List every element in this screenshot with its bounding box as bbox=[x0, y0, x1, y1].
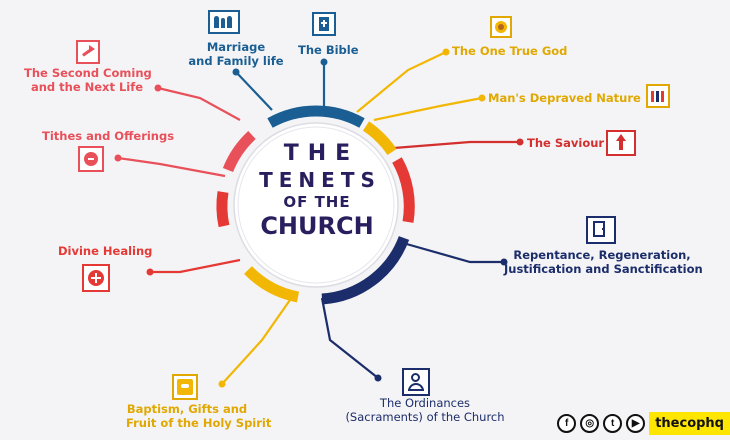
ring-segment-red-left bbox=[216, 191, 230, 228]
center-title: THE TENETS OF THE CHURCH bbox=[229, 140, 405, 240]
center-line-3: OF THE bbox=[283, 193, 351, 211]
ring-segment-blue bbox=[267, 105, 365, 128]
label-healing: Divine Healing bbox=[58, 244, 153, 258]
line-ordinances bbox=[320, 297, 379, 379]
ring-segment-gold-top bbox=[362, 121, 397, 156]
dove-icon bbox=[172, 374, 198, 400]
label-tithes: Tithes and Offerings bbox=[42, 129, 175, 143]
trumpet-icon bbox=[76, 40, 100, 64]
line-depraved bbox=[373, 96, 483, 122]
label-repentance-line1: Repentance, Regeneration, bbox=[513, 248, 691, 262]
social-handle[interactable]: thecophq bbox=[649, 411, 730, 435]
instagram-icon[interactable]: ◎ bbox=[580, 413, 600, 433]
center-line-1: THE bbox=[283, 141, 360, 166]
ring-segment-gold-bottom bbox=[244, 266, 300, 303]
label-repentance: Repentance, Regeneration, Justification … bbox=[504, 248, 703, 276]
center-circle bbox=[233, 122, 399, 288]
label-ordinances: The Ordinances (Sacraments) of the Churc… bbox=[342, 396, 508, 424]
door-icon bbox=[586, 216, 616, 244]
label-second-coming-line1: The Second Coming bbox=[24, 66, 152, 80]
line-baptism bbox=[221, 299, 291, 385]
label-second-coming-line2: and the Next Life bbox=[30, 80, 144, 94]
line-marriage bbox=[235, 71, 273, 111]
center-line-2: TENETS bbox=[259, 168, 381, 192]
label-saviour: The Saviour bbox=[527, 136, 605, 150]
label-bible: The Bible bbox=[298, 43, 359, 57]
line-second-coming bbox=[157, 86, 241, 121]
offering-icon bbox=[78, 146, 104, 172]
bible-icon bbox=[312, 12, 336, 36]
line-repentance bbox=[402, 241, 504, 264]
connector-lines bbox=[114, 48, 524, 388]
line-one-true-god bbox=[356, 51, 447, 113]
label-second-coming: The Second Coming and the Next Life bbox=[24, 66, 152, 94]
line-tithes bbox=[117, 156, 226, 178]
center-line-4: CHURCH bbox=[260, 212, 374, 240]
label-ordinances-line2: (Sacraments) of the Church bbox=[345, 410, 505, 424]
label-depraved: Man's Depraved Nature bbox=[488, 91, 641, 105]
footer-social-bar: f ◎ t ▶ thecophq bbox=[557, 410, 730, 436]
label-baptism: Baptism, Gifts and Fruit of the Holy Spi… bbox=[126, 402, 272, 430]
facebook-icon[interactable]: f bbox=[557, 413, 577, 433]
label-baptism-line2: Fruit of the Holy Spirit bbox=[126, 416, 272, 430]
label-baptism-line1: Baptism, Gifts and bbox=[126, 402, 248, 416]
line-healing bbox=[150, 258, 241, 274]
ring-segments bbox=[216, 105, 415, 305]
arrow-up-icon bbox=[606, 130, 636, 156]
ring-segment-pink bbox=[222, 130, 256, 173]
god-icon bbox=[490, 16, 512, 38]
pastor-icon bbox=[402, 368, 430, 396]
family-icon bbox=[208, 10, 240, 34]
label-ordinances-line1: The Ordinances bbox=[379, 396, 471, 410]
twitter-icon[interactable]: t bbox=[603, 413, 623, 433]
label-marriage-line2: and Family life bbox=[188, 54, 284, 68]
ring-segment-navy bbox=[321, 235, 410, 305]
label-marriage: Marriage and Family life bbox=[186, 40, 286, 68]
label-marriage-line1: Marriage bbox=[206, 40, 266, 54]
line-saviour bbox=[393, 140, 520, 150]
label-repentance-line2: Justification and Sanctification bbox=[504, 262, 703, 276]
youtube-icon[interactable]: ▶ bbox=[626, 413, 646, 433]
label-one-true-god: The One True God bbox=[452, 44, 568, 58]
center-inner-ring bbox=[237, 126, 395, 284]
ring-segment-red-right bbox=[392, 157, 415, 223]
people-icon bbox=[646, 84, 670, 108]
healing-icon bbox=[82, 264, 110, 292]
